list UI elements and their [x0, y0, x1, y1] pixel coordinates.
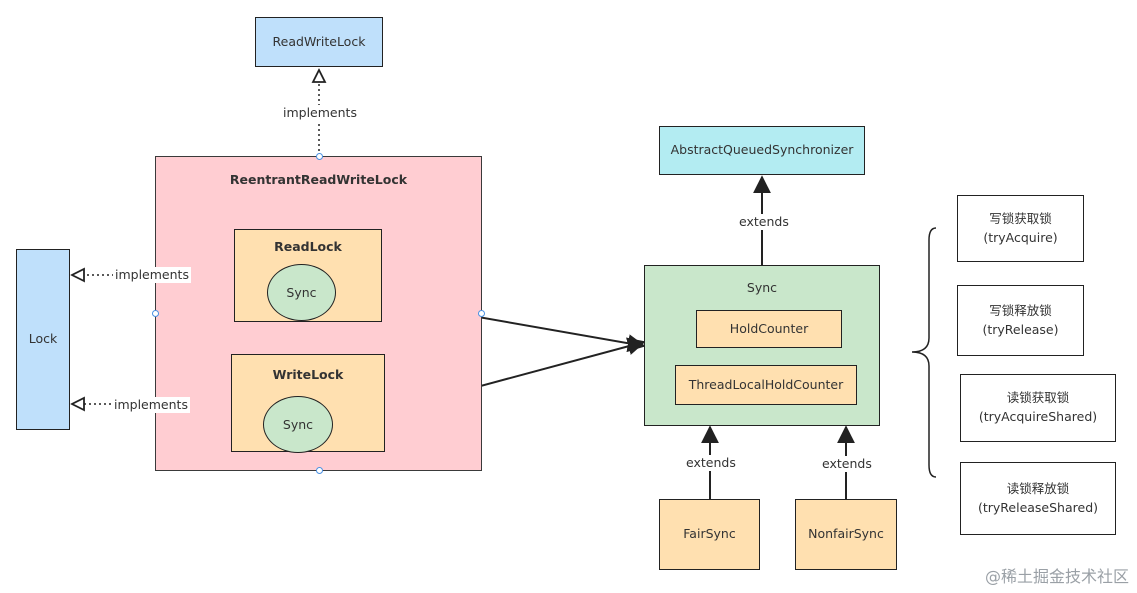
selection-handle-bottom: [315, 467, 323, 474]
readlock-sync-node: Sync: [267, 264, 336, 321]
nonfairsync-node: NonfairSync: [795, 499, 897, 570]
selection-handle-top: [315, 152, 323, 160]
method-name: (tryReleaseShared): [977, 499, 1099, 515]
sync-title: Sync: [746, 280, 778, 295]
threadlocalholdcounter-label: ThreadLocalHoldCounter: [688, 376, 844, 392]
writelock-sync-label: Sync: [282, 417, 314, 432]
threadlocalholdcounter-node: ThreadLocalHoldCounter: [675, 365, 857, 405]
method-box-write-release: 写锁释放锁 (tryRelease): [957, 285, 1084, 356]
nonfairsync-label: NonfairSync: [808, 526, 884, 542]
holdcounter-node: HoldCounter: [696, 310, 842, 348]
reentrantreadwritelock-title: ReentrantReadWriteLock: [229, 172, 408, 187]
method-name: (tryRelease): [982, 321, 1059, 337]
fairsync-label: FairSync: [683, 526, 736, 542]
extends-label-fairsync: extends: [684, 455, 738, 471]
method-box-write-acquire: 写锁获取锁 (tryAcquire): [957, 195, 1084, 262]
implements-label-readwritelock: implements: [281, 105, 359, 121]
aqs-label: AbstractQueuedSynchronizer: [670, 142, 854, 158]
curly-brace: [911, 227, 937, 478]
method-title: 写锁释放锁: [989, 302, 1052, 318]
method-name: (tryAcquire): [983, 229, 1058, 245]
extends-label-aqs: extends: [737, 214, 791, 230]
writelock-sync-node: Sync: [263, 396, 333, 453]
watermark: @稀土掘金技术社区: [984, 567, 1129, 586]
method-name: (tryAcquireShared): [978, 409, 1098, 424]
readlock-sync-label: Sync: [286, 285, 317, 300]
selection-handle-right: [477, 310, 485, 317]
lock-label: Lock: [28, 331, 58, 347]
method-title: 写锁获取锁: [989, 210, 1052, 226]
implements-label-readlock: implements: [113, 267, 191, 283]
method-box-read-release: 读锁释放锁 (tryReleaseShared): [960, 462, 1116, 535]
implements-label-writelock: implements: [112, 397, 190, 413]
readwritelock-label: ReadWriteLock: [272, 33, 366, 49]
method-box-read-acquire: 读锁获取锁 (tryAcquireShared): [960, 374, 1116, 442]
holdcounter-label: HoldCounter: [729, 320, 809, 336]
fairsync-node: FairSync: [659, 499, 760, 570]
method-title: 读锁获取锁: [1006, 390, 1070, 406]
writelock-title: WriteLock: [272, 367, 344, 382]
lock-node: Lock: [16, 249, 70, 430]
extends-label-nonfairsync: extends: [820, 456, 874, 472]
method-title: 读锁释放锁: [1006, 480, 1070, 496]
readlock-title: ReadLock: [274, 239, 342, 254]
readwritelock-node: ReadWriteLock: [255, 17, 383, 67]
aqs-node: AbstractQueuedSynchronizer: [659, 126, 865, 175]
selection-handle-left: [151, 310, 159, 317]
